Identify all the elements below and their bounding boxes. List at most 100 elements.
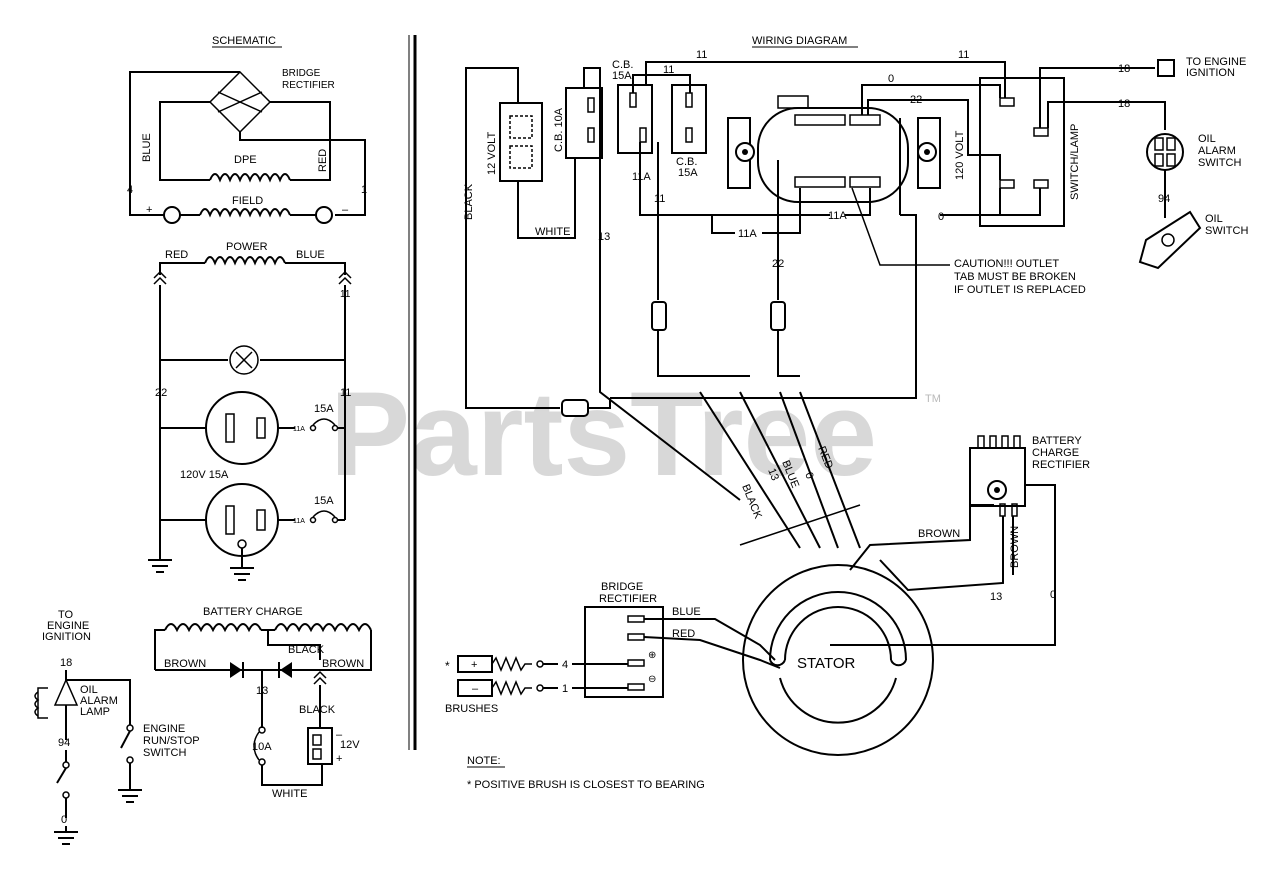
wire-11-connector [651,301,667,331]
wire-11-right: 11 [958,49,969,61]
wire-18-b: 18 [1118,98,1130,110]
brush-plus: + [471,659,477,671]
wire-22-top: 22 [910,94,922,106]
wire-0-top: 0 [888,73,894,85]
label-12-volt: 12 VOLT [486,132,498,175]
watermark: PartsTree [330,367,877,501]
wire-0-right: 0 [938,211,944,223]
wire-11-mid: 11 [654,193,665,205]
harness-0: 0 [802,471,815,481]
brushes-label: BRUSHES [445,703,498,715]
brush-minus: – [472,683,479,695]
schematic-red-label: RED [317,149,329,172]
power-label: POWER [226,241,268,253]
label-cb-15a-mid: C.B.15A [676,156,698,179]
wire-94: 94 [1158,193,1170,205]
battery-black-bottom: BLACK [299,704,336,716]
schematic-title: SCHEMATIC [212,35,276,47]
cb-10a [565,87,603,159]
diode-left [230,662,242,678]
dpe-label: DPE [234,154,257,166]
label-switch-lamp: SWITCH/LAMP [1069,124,1081,200]
wire-red: RED [672,628,695,640]
wire-22-connector [770,301,786,331]
battery-charge-circuit: BATTERY CHARGE BLACK BROWN BROWN 13 10A … [154,606,372,800]
label-cb-15a-top: C.B.15A [612,59,633,82]
wire-11a-bottom: 11A [738,228,757,240]
battery-wire-13: 13 [256,685,268,697]
stator-label: STATOR [797,655,856,672]
schematic-power-circuit: POWER RED BLUE 11 22 11 11A 15A 120V 15A [148,241,352,581]
wiring-top-components: 12 VOLT C.B. 10A C.B.15A C.B.15A 120 VOL… [486,59,1081,227]
wire-4-label: 4 [127,184,133,196]
outlet-120v [757,107,909,203]
battery-brown-left: BROWN [164,658,206,670]
battery-minus: – [336,729,343,741]
battery-brown-right: BROWN [322,658,364,670]
field-label: FIELD [232,195,263,207]
wire-18-a: 18 [1118,63,1130,75]
watermark-tm: TM [925,393,941,405]
wire-11a-right: 11A [828,210,847,222]
oil-switch [1138,210,1202,270]
wire-13-label: 13 [598,231,610,243]
schematic-outlet-upper [205,391,279,465]
harness-13: 13 [765,467,781,483]
wire-22-mid: 22 [772,258,784,270]
rect-plus-mark: ⊕ [648,650,656,661]
battery-charge-title: BATTERY CHARGE [203,606,303,618]
power-red-label: RED [165,249,188,261]
battery-plus: + [336,753,342,765]
diode-right [280,662,292,678]
wire-11-label: 11 [340,387,351,399]
wire-11-a: 11 [663,64,674,76]
power-blue-label: BLUE [296,249,325,261]
brush-wire-4: 4 [562,659,568,671]
cb-15a-right [671,84,707,154]
wire-1-label: 1 [361,184,367,196]
cb-15a-left [617,84,653,154]
wiring-title: WIRING DIAGRAM [752,35,847,47]
battery-white: WHITE [272,788,307,800]
wire-brown-a: BROWN [918,528,960,540]
schematic-lamp [229,345,259,375]
wire-0-far: 0 [1050,589,1056,601]
rect-minus-mark: ⊖ [648,674,656,685]
outlet-rating: 120V 15A [180,469,229,481]
cb-15a-upper: 15A [314,403,334,415]
stator: STATOR BROWN 13 BROWN 0 [742,484,1056,756]
receptacle-12v [499,102,543,182]
note-text: * POSITIVE BRUSH IS CLOSEST TO BEARING [467,779,705,791]
label-cb-10a: C.B. 10A [553,107,565,152]
tag-11a-lower: 11A [293,518,305,525]
wire-brown-b: BROWN [1009,526,1021,568]
wire-13-right: 13 [990,591,1002,603]
note-title: NOTE: [467,755,501,767]
black-wire-connector [561,399,589,417]
wire-black-label: BLACK [463,183,475,220]
battery-12v [307,727,333,765]
schematic-blue-label: BLUE [141,133,153,162]
field-minus: – [342,204,349,216]
wire-22-label: 22 [155,387,167,399]
field-plus: + [146,204,152,216]
battery-black-top: BLACK [288,644,325,656]
battery-12v-label: 12V [340,739,360,751]
oil-alarm-switch [1146,133,1184,171]
schematic-outlet-lower [205,483,279,557]
engine-wire-0: 0 [61,814,67,826]
label-120-volt: 120 VOLT [954,130,966,180]
field-brush-plus [163,206,181,224]
